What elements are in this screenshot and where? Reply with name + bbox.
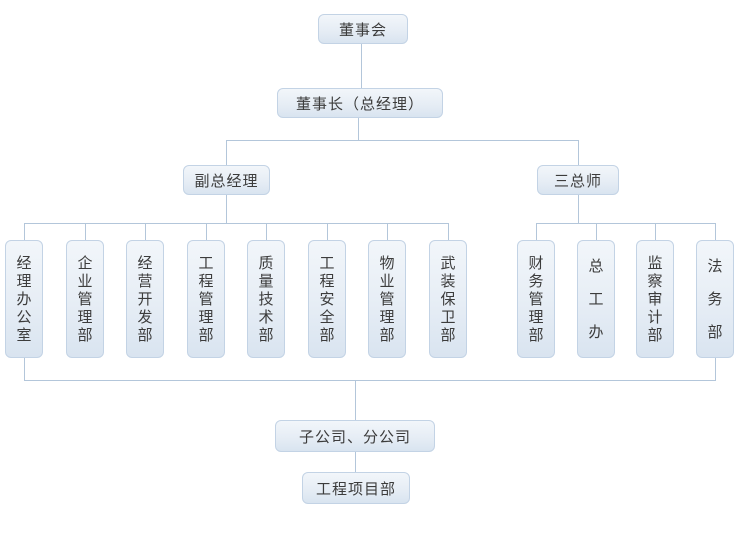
connector-line: [327, 223, 328, 240]
connector-line: [24, 358, 25, 380]
connector-line: [715, 358, 716, 380]
connector-line: [355, 380, 356, 420]
dept-box: 质量技术部: [247, 240, 285, 358]
connector-line: [536, 223, 537, 240]
dept-box: 经理办公室: [5, 240, 43, 358]
org-node-three-chiefs: 三总师: [537, 165, 619, 195]
connector-line: [266, 223, 267, 240]
dept-box: 总工办: [577, 240, 615, 358]
connector-line: [715, 223, 716, 240]
dept-box: 物业管理部: [368, 240, 406, 358]
dept-box: 工程安全部: [308, 240, 346, 358]
connector-line: [226, 195, 227, 223]
org-node-board: 董事会: [318, 14, 408, 44]
connector-line: [358, 118, 359, 140]
connector-line: [536, 223, 716, 224]
connector-line: [655, 223, 656, 240]
connector-line: [361, 44, 362, 88]
connector-line: [226, 140, 227, 165]
connector-line: [24, 223, 449, 224]
connector-line: [596, 223, 597, 240]
connector-line: [206, 223, 207, 240]
connector-line: [387, 223, 388, 240]
connector-line: [145, 223, 146, 240]
connector-line: [448, 223, 449, 240]
org-node-project-dept: 工程项目部: [302, 472, 410, 504]
dept-box: 法务部: [696, 240, 734, 358]
org-node-deputy-gm: 副总经理: [183, 165, 270, 195]
connector-line: [578, 195, 579, 223]
dept-box: 企业管理部: [66, 240, 104, 358]
connector-line: [85, 223, 86, 240]
dept-box: 财务管理部: [517, 240, 555, 358]
connector-line: [24, 380, 716, 381]
dept-box: 监察审计部: [636, 240, 674, 358]
connector-line: [355, 452, 356, 472]
connector-line: [24, 223, 25, 240]
dept-box: 经营开发部: [126, 240, 164, 358]
org-node-chairman: 董事长（总经理）: [277, 88, 443, 118]
connector-line: [578, 140, 579, 165]
connector-line: [226, 140, 579, 141]
org-node-subsidiaries: 子公司、分公司: [275, 420, 435, 452]
dept-box: 武装保卫部: [429, 240, 467, 358]
dept-box: 工程管理部: [187, 240, 225, 358]
